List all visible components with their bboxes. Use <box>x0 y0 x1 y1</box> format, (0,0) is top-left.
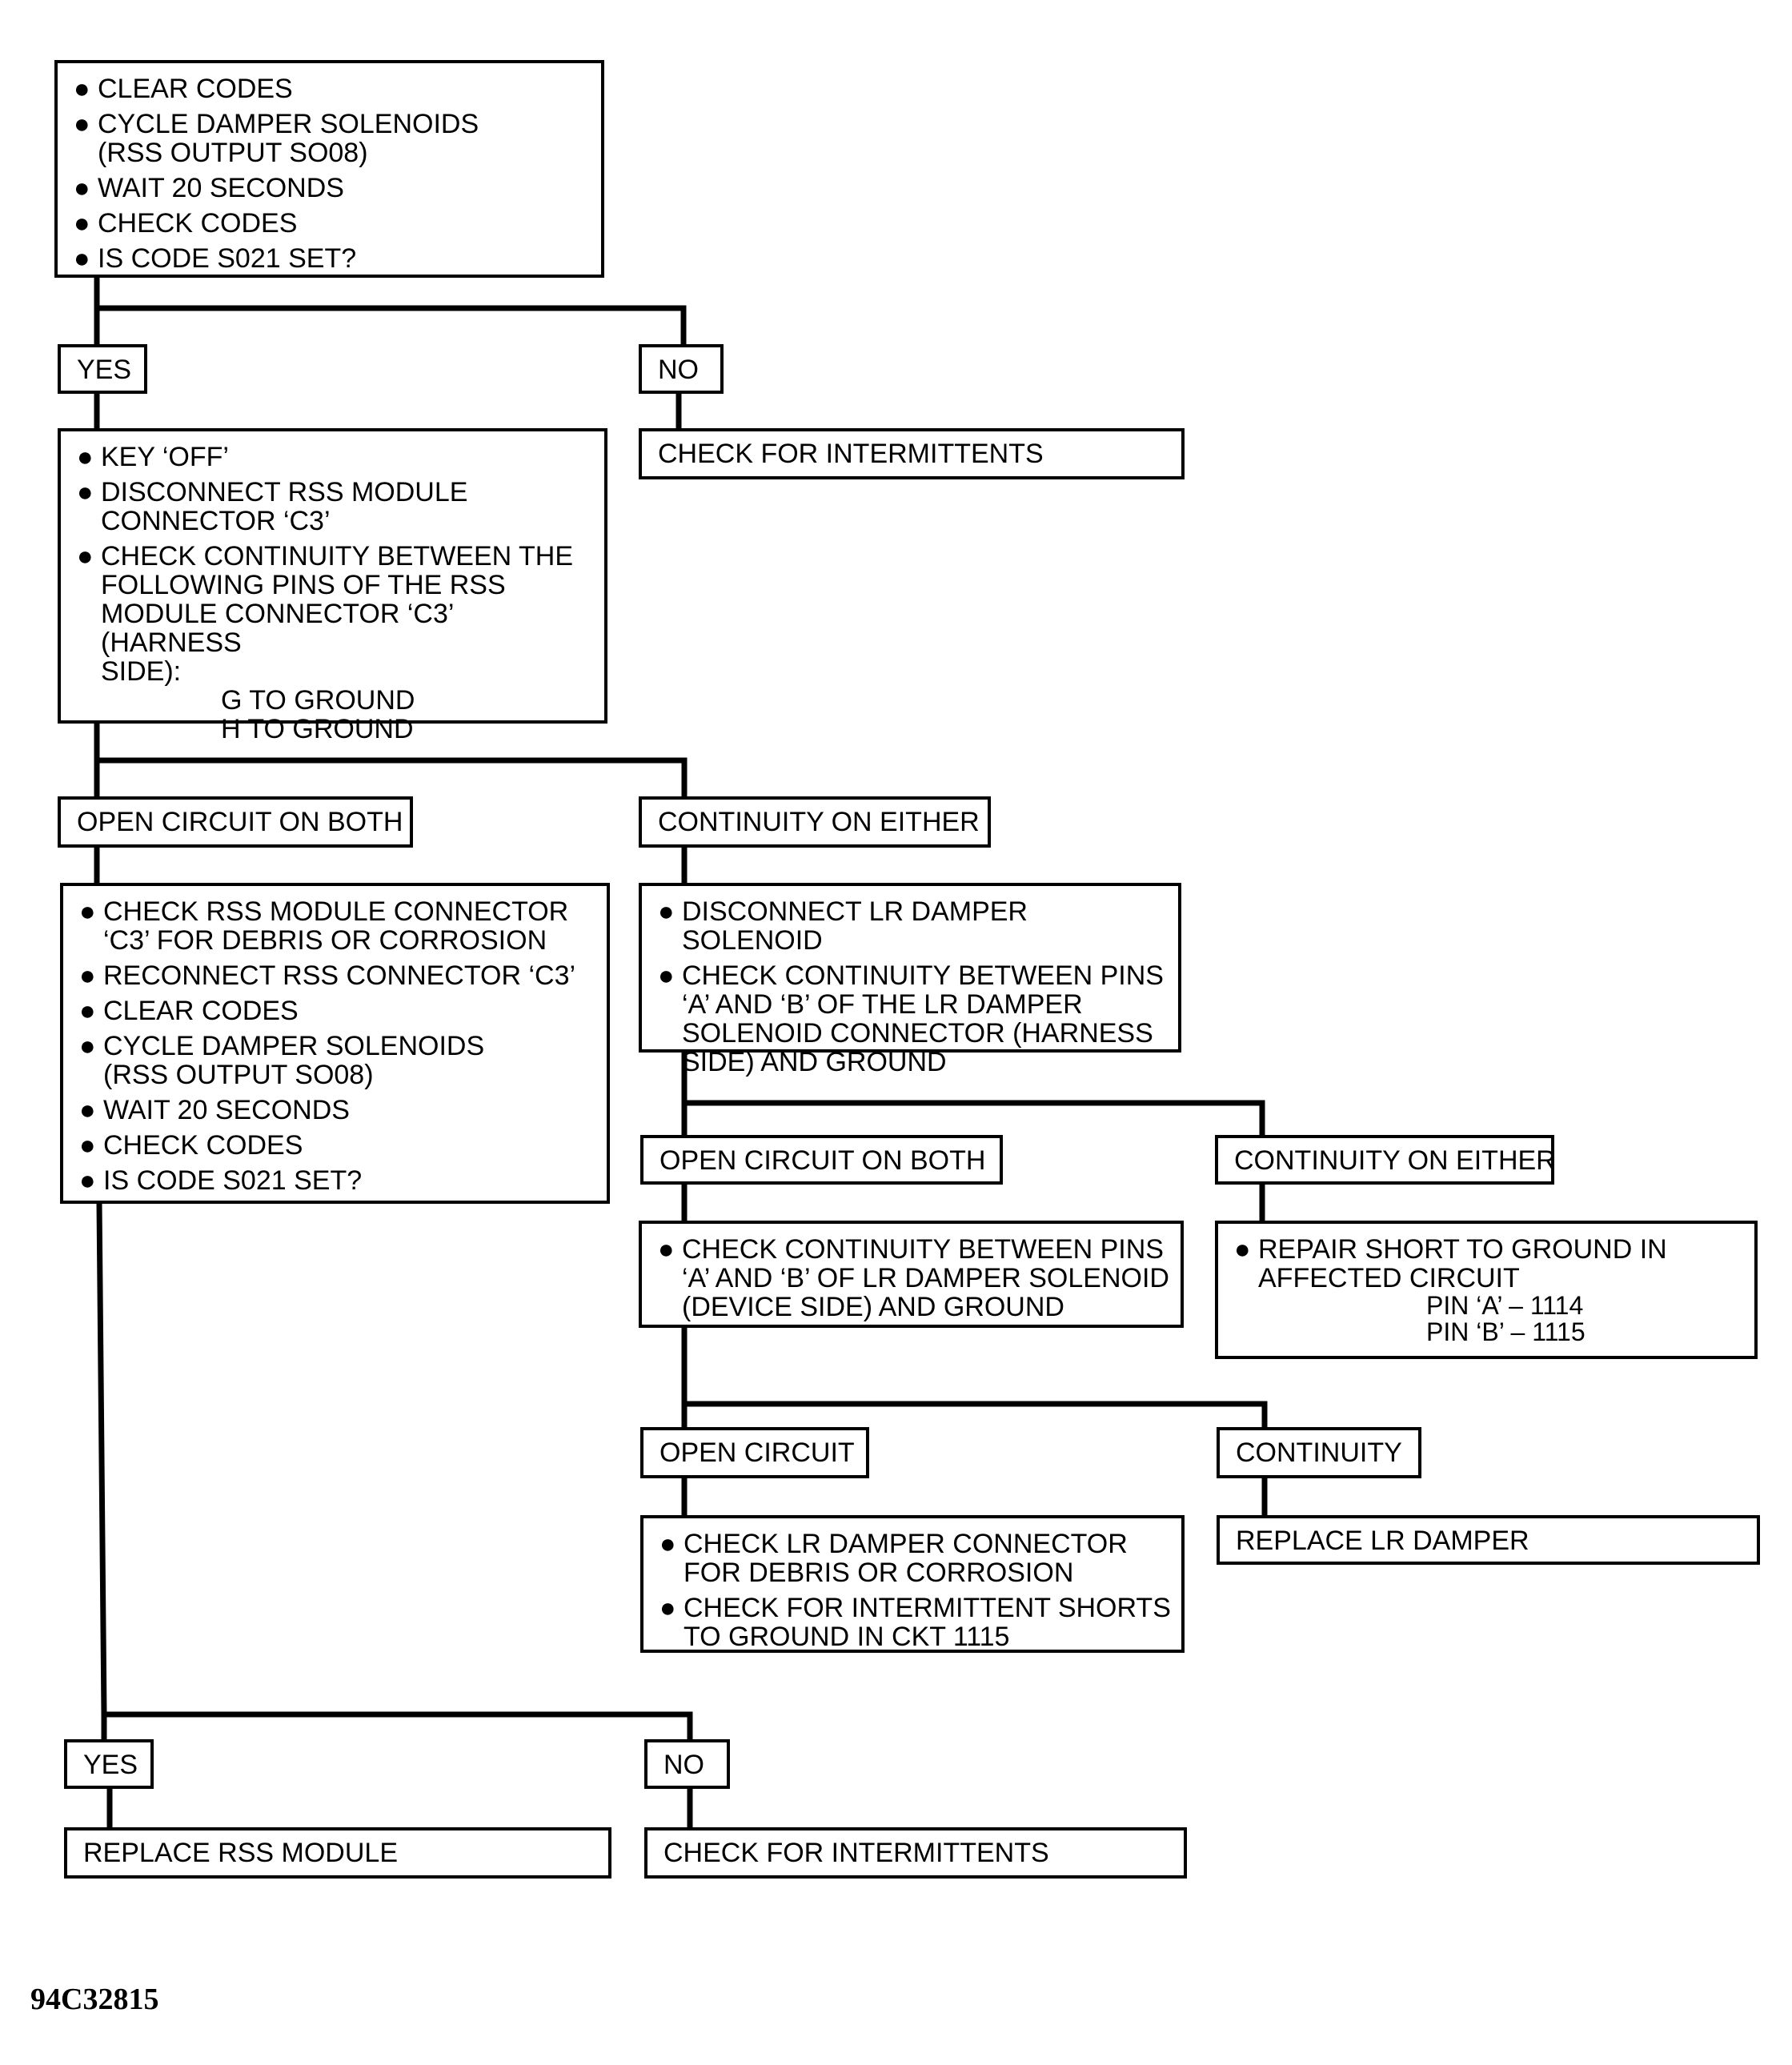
flow-step-check-codes: ●CLEAR CODES ●CYCLE DAMPER SOLENOIDS (RS… <box>54 60 604 278</box>
step-item: ●CHECK CODES <box>79 1131 599 1160</box>
step-list: ●CHECK CONTINUITY BETWEEN PINS ‘A’ AND ‘… <box>642 1224 1181 1321</box>
step-item: ●DISCONNECT RSS MODULE CONNECTOR ‘C3’ <box>77 478 596 535</box>
step-text: WAIT 20 SECONDS <box>98 173 344 203</box>
branch-yes-2: YES <box>64 1739 154 1789</box>
step-text: IS CODE S021 SET? <box>103 1165 363 1196</box>
step-item: ●IS CODE S021 SET? <box>74 244 593 273</box>
step-text: CHECK RSS MODULE CONNECTOR ‘C3’ FOR DEBR… <box>103 896 569 956</box>
step-text: CHECK LR DAMPER CONNECTOR FOR DEBRIS OR … <box>684 1529 1128 1588</box>
step-item: ●REPAIR SHORT TO GROUND IN AFFECTED CIRC… <box>1234 1235 1746 1345</box>
step-text: CLEAR CODES <box>98 74 293 104</box>
step-item: ●CHECK CONTINUITY BETWEEN THE FOLLOWING … <box>77 542 596 744</box>
step-text: IS CODE S021 SET? <box>98 243 357 274</box>
step-item: ●CHECK CODES <box>74 209 593 238</box>
step-item: ●CHECK CONTINUITY BETWEEN PINS ‘A’ AND ‘… <box>658 961 1170 1077</box>
branch-continuity-on-either-2: CONTINUITY ON EITHER <box>1215 1135 1556 1185</box>
step-item: ●CYCLE DAMPER SOLENOIDS (RSS OUTPUT SO08… <box>74 110 593 167</box>
flow-step-check-c3: ●CHECK RSS MODULE CONNECTOR ‘C3’ FOR DEB… <box>60 883 610 1204</box>
action-check-lr-damper-connector: ●CHECK LR DAMPER CONNECTOR FOR DEBRIS OR… <box>640 1515 1185 1653</box>
step-item: ●DISCONNECT LR DAMPER SOLENOID <box>658 897 1170 955</box>
branch-continuity-on-either: CONTINUITY ON EITHER <box>639 796 991 848</box>
step-text: CYCLE DAMPER SOLENOIDS (RSS OUTPUT SO08) <box>98 109 479 168</box>
step-text: CYCLE DAMPER SOLENOIDS (RSS OUTPUT SO08) <box>103 1031 485 1090</box>
step-item: ●WAIT 20 SECONDS <box>79 1096 599 1125</box>
branch-open-circuit-on-both-2: OPEN CIRCUIT ON BOTH <box>640 1135 1003 1185</box>
step-text: CHECK CONTINUITY BETWEEN PINS ‘A’ AND ‘B… <box>682 1234 1169 1322</box>
action-replace-lr-damper: REPLACE LR DAMPER <box>1217 1515 1760 1565</box>
step-list: ●CHECK RSS MODULE CONNECTOR ‘C3’ FOR DEB… <box>63 886 607 1195</box>
step-text: DISCONNECT LR DAMPER SOLENOID <box>682 896 1028 956</box>
step-text: DISCONNECT RSS MODULE CONNECTOR ‘C3’ <box>101 477 468 536</box>
step-item: ●RECONNECT RSS CONNECTOR ‘C3’ <box>79 961 599 990</box>
step-item: ●CHECK CONTINUITY BETWEEN PINS ‘A’ AND ‘… <box>658 1235 1173 1321</box>
step-list: ●KEY ‘OFF’ ●DISCONNECT RSS MODULE CONNEC… <box>61 431 604 744</box>
step-item: ●CHECK LR DAMPER CONNECTOR FOR DEBRIS OR… <box>659 1530 1173 1587</box>
step-list: ●CHECK LR DAMPER CONNECTOR FOR DEBRIS OR… <box>643 1518 1181 1651</box>
step-text: REPAIR SHORT TO GROUND IN AFFECTED CIRCU… <box>1258 1234 1667 1293</box>
step-list: ●REPAIR SHORT TO GROUND IN AFFECTED CIRC… <box>1218 1224 1754 1345</box>
connector-keyoff-branch <box>94 719 688 801</box>
branch-no-2: NO <box>644 1739 730 1789</box>
step-text: WAIT 20 SECONDS <box>103 1095 350 1125</box>
flow-step-disconnect-lr-damper: ●DISCONNECT LR DAMPER SOLENOID ●CHECK CO… <box>639 883 1181 1077</box>
flow-step-key-off: ●KEY ‘OFF’ ●DISCONNECT RSS MODULE CONNEC… <box>58 428 607 744</box>
branch-continuity: CONTINUITY <box>1217 1427 1421 1478</box>
connector-disclr-branch <box>681 1047 1265 1140</box>
pin-list: G TO GROUND H TO GROUND <box>221 685 415 744</box>
branch-open-circuit-on-both: OPEN CIRCUIT ON BOTH <box>58 796 413 848</box>
action-check-intermittents: CHECK FOR INTERMITTENTS <box>639 428 1185 479</box>
step-text: CHECK CONTINUITY BETWEEN PINS ‘A’ AND ‘B… <box>682 960 1164 1077</box>
action-repair-short-to-ground: ●REPAIR SHORT TO GROUND IN AFFECTED CIRC… <box>1215 1221 1758 1359</box>
connector-device-branch <box>681 1323 1268 1432</box>
branch-no: NO <box>639 344 724 394</box>
step-text: CHECK CONTINUITY BETWEEN THE FOLLOWING P… <box>101 541 574 687</box>
branch-yes: YES <box>58 344 147 394</box>
flow-step-check-device-side: ●CHECK CONTINUITY BETWEEN PINS ‘A’ AND ‘… <box>639 1221 1184 1328</box>
step-item: ●CHECK RSS MODULE CONNECTOR ‘C3’ FOR DEB… <box>79 897 599 955</box>
step-text: CHECK FOR INTERMITTENT SHORTS TO GROUND … <box>684 1593 1171 1652</box>
step-text: KEY ‘OFF’ <box>101 442 229 472</box>
pin-list: PIN ‘A’ – 1114 PIN ‘B’ – 1115 <box>1426 1291 1586 1346</box>
step-list: ●CLEAR CODES ●CYCLE DAMPER SOLENOIDS (RS… <box>58 63 601 273</box>
step-list: ●DISCONNECT LR DAMPER SOLENOID ●CHECK CO… <box>642 886 1178 1077</box>
step-text: CHECK CODES <box>103 1130 303 1161</box>
connector-start-branch <box>94 273 687 349</box>
figure-id: 94C32815 <box>30 1983 159 2016</box>
step-item: ●CYCLE DAMPER SOLENOIDS (RSS OUTPUT SO08… <box>79 1032 599 1089</box>
step-item: ●KEY ‘OFF’ <box>77 443 596 471</box>
step-item: ●CLEAR CODES <box>79 996 599 1025</box>
step-item: ●CHECK FOR INTERMITTENT SHORTS TO GROUND… <box>659 1594 1173 1651</box>
action-check-for-intermittents-2: CHECK FOR INTERMITTENTS <box>644 1827 1187 1879</box>
step-text: CHECK CODES <box>98 208 298 239</box>
step-item: ●CLEAR CODES <box>74 74 593 103</box>
branch-open-circuit: OPEN CIRCUIT <box>640 1427 869 1478</box>
step-text: RECONNECT RSS CONNECTOR ‘C3’ <box>103 960 576 991</box>
step-text: CLEAR CODES <box>103 996 299 1026</box>
action-replace-rss-module: REPLACE RSS MODULE <box>64 1827 611 1879</box>
connector-c3-branch <box>96 1199 693 1744</box>
step-item: ●WAIT 20 SECONDS <box>74 174 593 202</box>
step-item: ●IS CODE S021 SET? <box>79 1166 599 1195</box>
